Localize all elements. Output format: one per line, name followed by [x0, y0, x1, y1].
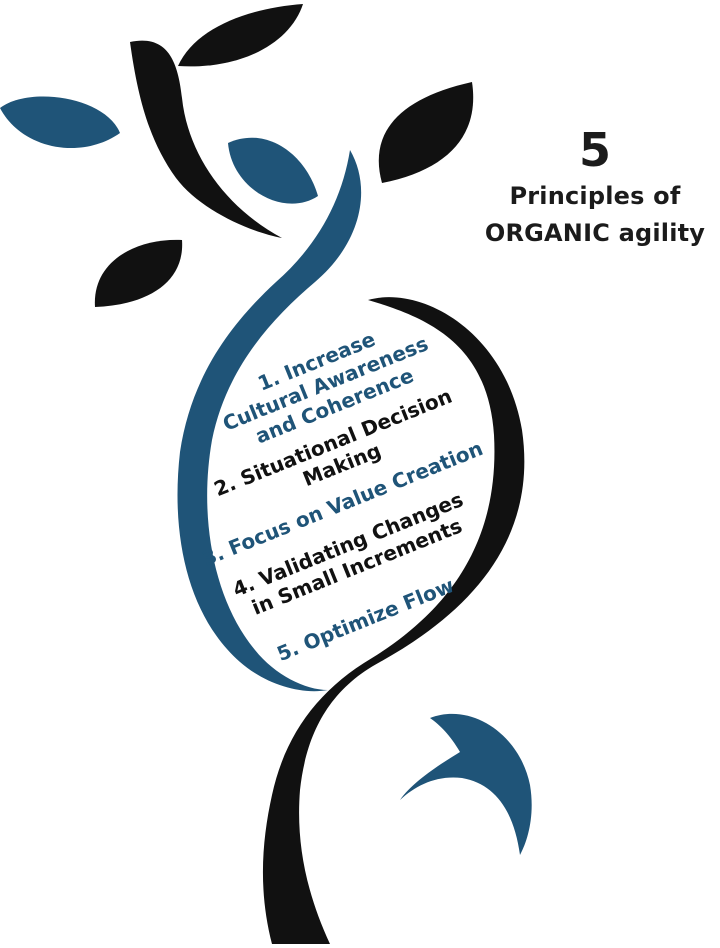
- black-strand-top: [130, 40, 282, 238]
- blue-leaf-left: [0, 96, 120, 149]
- black-strand-main: [262, 297, 525, 945]
- black-leaf-lower-left: [94, 239, 183, 307]
- heading: 5 Principles of ORGANIC agility: [470, 122, 720, 252]
- heading-number: 5: [578, 123, 611, 177]
- blue-leaf-center: [228, 137, 318, 204]
- blue-leaf-bottom: [400, 713, 532, 855]
- black-leaf-top: [178, 4, 303, 67]
- heading-line-1: Principles of: [509, 182, 681, 210]
- heading-line-2: ORGANIC agility: [484, 219, 706, 247]
- blue-strand: [177, 150, 362, 692]
- black-leaf-right: [378, 82, 474, 183]
